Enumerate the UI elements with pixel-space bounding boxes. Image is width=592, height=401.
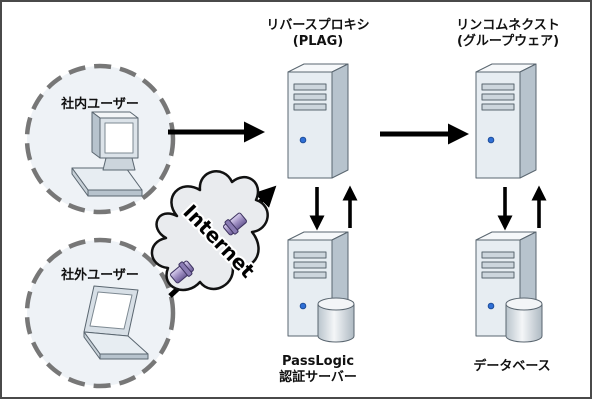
- desktop-computer-icon: [71, 111, 143, 197]
- database-label-line1: データベース: [473, 359, 551, 374]
- internal-user-label: 社内ユーザー: [50, 97, 150, 113]
- reverse-proxy-label: リバースプロキシ (PLAG): [258, 18, 378, 50]
- database-cylinder-icon: [505, 297, 543, 343]
- tube-upper-icon: [223, 212, 247, 236]
- groupware-server-icon: [475, 63, 537, 179]
- groupware-label-line2: (グループウェア): [456, 34, 560, 49]
- passlogic-database-icon: [317, 297, 355, 343]
- passlogic-label-line2: 認証サーバー: [279, 370, 357, 385]
- proxy-server-icon: [287, 63, 349, 179]
- groupware-label-line1: リンコムネクスト: [456, 18, 560, 33]
- laptop-icon: [83, 285, 149, 360]
- reverse-proxy-label-line2: (PLAG): [292, 34, 344, 49]
- passlogic-label: PassLogic 認証サーバー: [258, 354, 378, 386]
- external-user-label-text: 社外ユーザー: [61, 268, 139, 283]
- database-label: データベース: [452, 359, 572, 375]
- reverse-proxy-label-line1: リバースプロキシ: [266, 18, 370, 33]
- passlogic-label-line1: PassLogic: [281, 354, 355, 369]
- external-user-label: 社外ユーザー: [50, 268, 150, 284]
- internal-user-label-text: 社内ユーザー: [61, 97, 139, 112]
- groupware-label: リンコムネクスト (グループウェア): [438, 18, 578, 50]
- tube-lower-icon: [170, 260, 194, 284]
- cloud-icon: Internet: [150, 170, 269, 292]
